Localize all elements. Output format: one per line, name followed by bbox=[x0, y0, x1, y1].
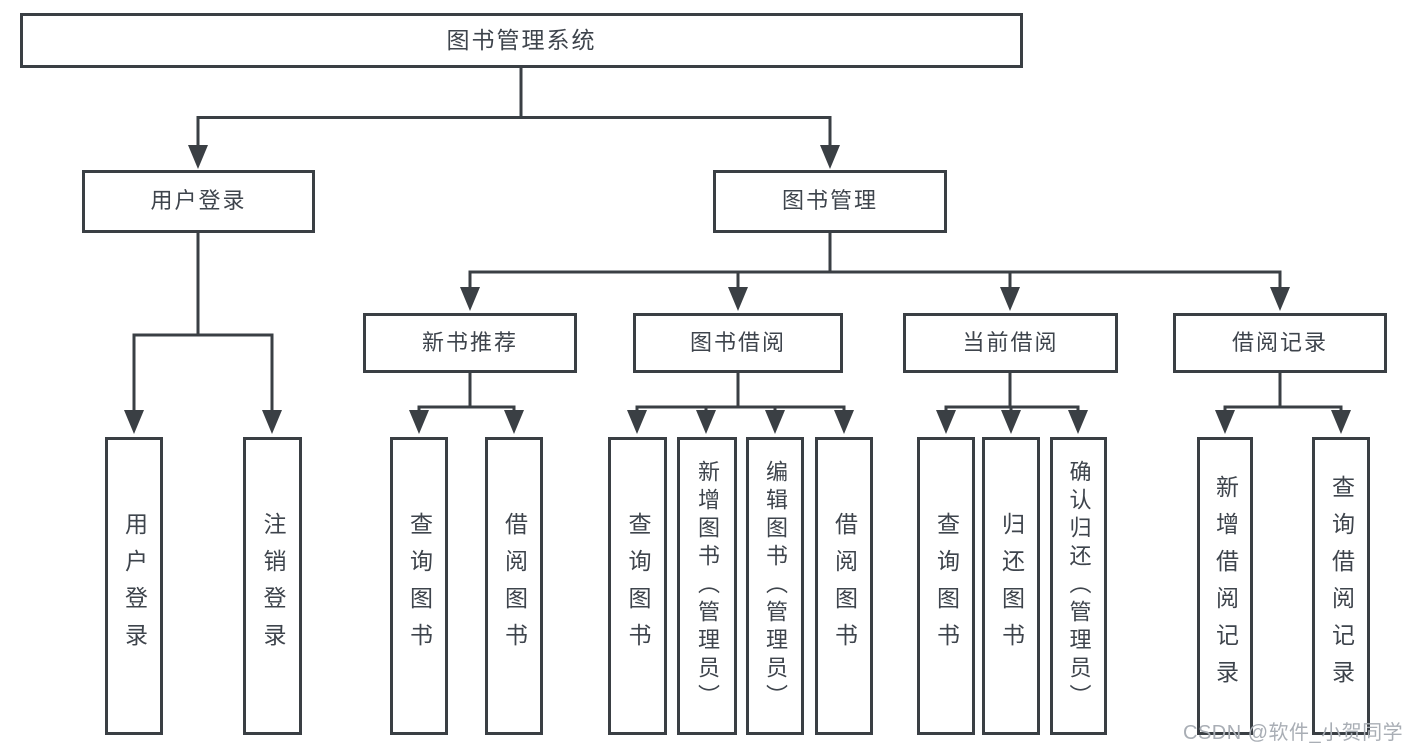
connector-book-borrow-children bbox=[627, 373, 854, 434]
leaf-add-borrow-record: 新增借阅记录 bbox=[1197, 437, 1253, 735]
connector-new-book-children bbox=[409, 373, 524, 434]
leaf-query-books-2: 查询图书 bbox=[608, 437, 667, 735]
leaf-borrow-books-2: 借阅图书 bbox=[815, 437, 873, 735]
leaf-query-books-3: 查询图书 bbox=[917, 437, 975, 735]
connector-current-borrow-children bbox=[936, 373, 1088, 434]
leaf-add-books-admin: 新增图书（管理员） bbox=[677, 437, 737, 735]
node-book-management: 图书管理 bbox=[713, 170, 947, 233]
leaf-user-login: 用户登录 bbox=[105, 437, 163, 735]
node-book-borrow: 图书借阅 bbox=[633, 313, 843, 373]
node-current-borrow: 当前借阅 bbox=[903, 313, 1118, 373]
connector-book-management-to-level3 bbox=[460, 233, 1290, 311]
leaf-edit-books-admin: 编辑图书（管理员） bbox=[746, 437, 804, 735]
connector-borrow-records-children bbox=[1215, 373, 1351, 434]
node-borrow-records: 借阅记录 bbox=[1173, 313, 1387, 373]
leaf-borrow-books-1: 借阅图书 bbox=[485, 437, 543, 735]
leaf-confirm-return-admin: 确认归还（管理员） bbox=[1050, 437, 1107, 735]
connector-user-login-children bbox=[124, 233, 282, 434]
node-new-book-recommend: 新书推荐 bbox=[363, 313, 577, 373]
node-library-system-root: 图书管理系统 bbox=[20, 13, 1023, 68]
leaf-logout: 注销登录 bbox=[243, 437, 302, 735]
leaf-return-books: 归还图书 bbox=[982, 437, 1040, 735]
leaf-query-borrow-record: 查询借阅记录 bbox=[1312, 437, 1370, 735]
leaf-query-books-1: 查询图书 bbox=[390, 437, 448, 735]
connector-root-to-level2 bbox=[188, 68, 840, 169]
node-user-login: 用户登录 bbox=[82, 170, 315, 233]
watermark: CSDN @软件_小贺同学 bbox=[1183, 722, 1404, 744]
